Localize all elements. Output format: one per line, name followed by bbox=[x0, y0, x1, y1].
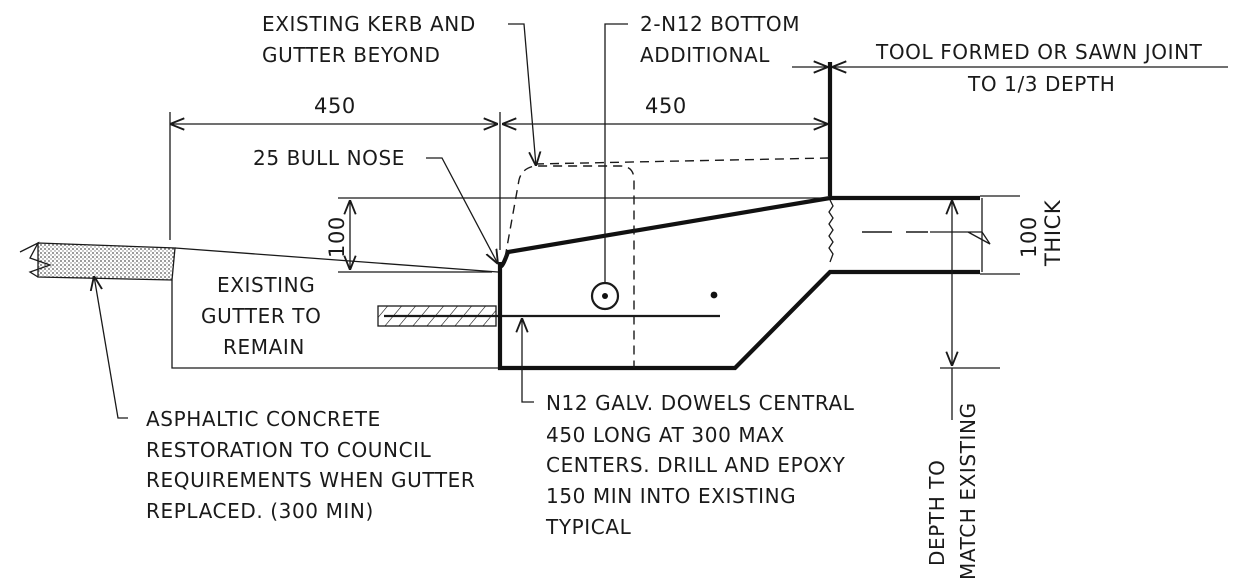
existing-gutter-outline bbox=[171, 247, 500, 369]
asphaltic-concrete-section bbox=[19, 241, 176, 281]
svg-text:RESTORATION TO COUNCIL: RESTORATION TO COUNCIL bbox=[146, 438, 432, 462]
svg-text:EXISTING KERB AND: EXISTING KERB AND bbox=[262, 12, 476, 36]
label-depth: DEPTH TO MATCH EXISTING bbox=[925, 402, 980, 580]
leader-lines bbox=[94, 23, 628, 419]
svg-text:REQUIREMENTS WHEN GUTTER: REQUIREMENTS WHEN GUTTER bbox=[146, 468, 475, 492]
svg-text:MATCH EXISTING: MATCH EXISTING bbox=[956, 402, 980, 580]
svg-text:GUTTER BEYOND: GUTTER BEYOND bbox=[262, 43, 441, 67]
svg-text:450 LONG AT 300 MAX: 450 LONG AT 300 MAX bbox=[546, 423, 785, 447]
label-asphaltic: ASPHALTIC CONCRETE RESTORATION TO COUNCI… bbox=[146, 407, 475, 523]
n12-bar-dot bbox=[602, 293, 608, 299]
svg-text:TOOL FORMED OR SAWN JOINT: TOOL FORMED OR SAWN JOINT bbox=[875, 40, 1203, 64]
svg-text:ADDITIONAL: ADDITIONAL bbox=[640, 43, 770, 67]
svg-text:ASPHALTIC CONCRETE: ASPHALTIC CONCRETE bbox=[146, 407, 381, 431]
svg-text:THICK: THICK bbox=[1041, 199, 1065, 267]
label-dowels: N12 GALV. DOWELS CENTRAL 450 LONG AT 300… bbox=[545, 391, 855, 539]
bar-dot bbox=[710, 291, 718, 299]
svg-text:REMAIN: REMAIN bbox=[223, 335, 305, 359]
dim-slab-thick: 100 THICK bbox=[1017, 199, 1065, 267]
label-existing-kerb: EXISTING KERB AND GUTTER BEYOND bbox=[262, 12, 476, 67]
label-n12-bottom: 2-N12 BOTTOM ADDITIONAL bbox=[640, 12, 800, 67]
svg-text:N12 GALV. DOWELS CENTRAL: N12 GALV. DOWELS CENTRAL bbox=[546, 391, 855, 415]
dim-right-width: 450 bbox=[645, 94, 687, 118]
new-gutter-outline bbox=[497, 62, 980, 371]
label-tool-joint: TOOL FORMED OR SAWN JOINT TO 1/3 DEPTH bbox=[875, 40, 1203, 96]
svg-text:TO 1/3 DEPTH: TO 1/3 DEPTH bbox=[967, 72, 1115, 96]
label-existing-gutter: EXISTING GUTTER TO REMAIN bbox=[201, 273, 321, 359]
svg-text:EXISTING: EXISTING bbox=[217, 273, 315, 297]
svg-text:2-N12 BOTTOM: 2-N12 BOTTOM bbox=[640, 12, 800, 36]
kerb-top-dashed bbox=[534, 157, 829, 165]
dimension-lines bbox=[169, 67, 1228, 420]
label-bull-nose: 25 BULL NOSE bbox=[253, 146, 405, 170]
dim-gutter-depth: 100 bbox=[325, 216, 349, 258]
svg-text:100: 100 bbox=[1017, 216, 1041, 258]
svg-text:GUTTER TO: GUTTER TO bbox=[201, 304, 321, 328]
existing-kerb-dashed bbox=[504, 165, 635, 368]
svg-text:TYPICAL: TYPICAL bbox=[545, 515, 632, 539]
svg-text:REPLACED. (300 MIN): REPLACED. (300 MIN) bbox=[146, 499, 374, 523]
svg-text:150 MIN INTO EXISTING: 150 MIN INTO EXISTING bbox=[546, 484, 796, 508]
dim-left-width: 450 bbox=[314, 94, 356, 118]
svg-text:DEPTH TO: DEPTH TO bbox=[925, 460, 949, 566]
svg-text:CENTERS. DRILL AND EPOXY: CENTERS. DRILL AND EPOXY bbox=[546, 453, 846, 477]
